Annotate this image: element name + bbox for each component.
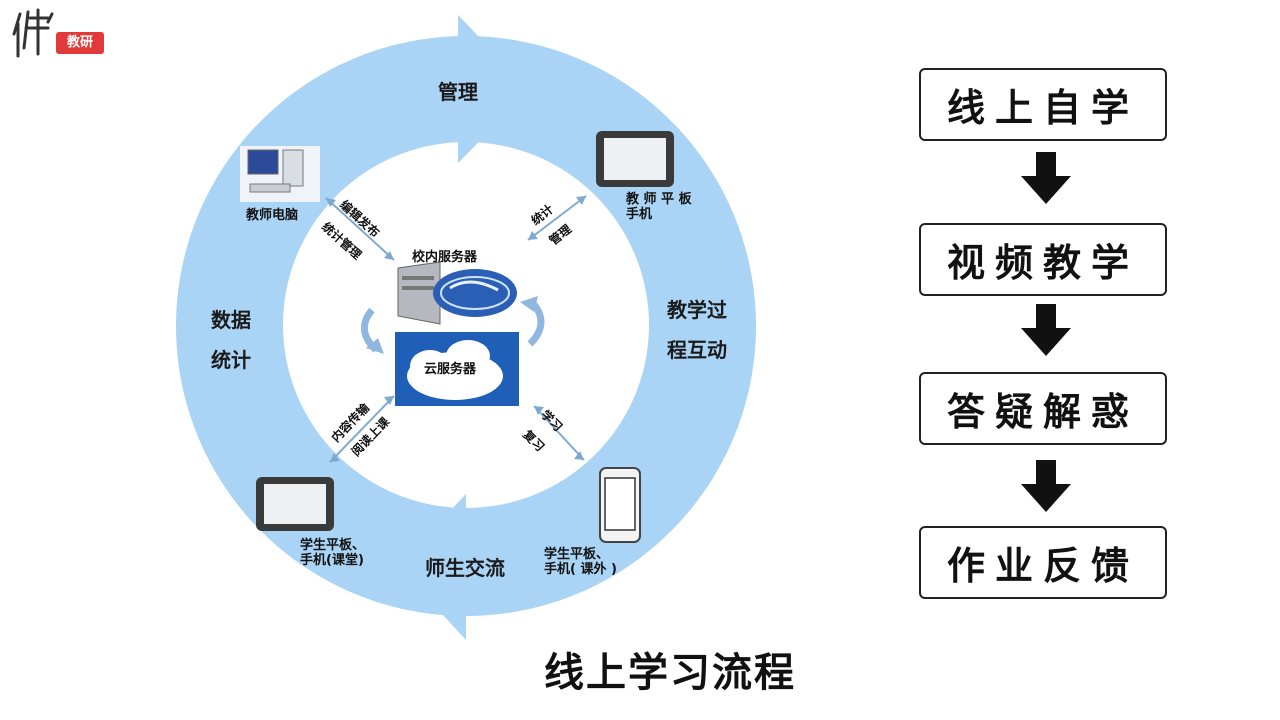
cycle-arrow-bottom [398, 494, 466, 640]
flow-arrow-1 [1021, 152, 1071, 204]
student-tablet-icon [256, 477, 334, 531]
flow-step-self-study: 线上自学 [919, 68, 1167, 141]
logo-label: 教研 [56, 32, 104, 54]
school-server-label: 校内服务器 [412, 250, 478, 265]
student-phone-label: 学生平板、 手机( 课外 ) [544, 547, 617, 577]
student-phone-label-line2: 手机( 课外 ) [544, 562, 617, 577]
connector-top-left-head-a [326, 198, 336, 207]
segment-label-teaching-interaction: 教学过 程互动 [652, 290, 742, 370]
flow-step-video: 视频教学 [919, 223, 1167, 296]
connector-bottom-right-head-a [534, 406, 544, 415]
segment-label-statistics-line2: 统计 [211, 348, 251, 372]
connector-top-left-head-b [384, 251, 394, 260]
connector-bottom-left [329, 395, 395, 463]
student-phone-label-line1: 学生平板、 [544, 547, 610, 562]
teacher-tablet-label-line2: 手机 [626, 207, 653, 222]
segment-label-teaching-line1: 教学过 [667, 298, 727, 322]
student-tablet-label: 学生平板、 手机(课堂) [300, 538, 365, 568]
sync-arrowhead-left [366, 338, 384, 354]
connector-top-right [527, 195, 587, 241]
teacher-tablet-icon [596, 131, 674, 187]
cloud-server-label: 云服务器 [424, 362, 477, 377]
student-phone-icon [599, 467, 641, 543]
connector-bottom-right [533, 405, 585, 461]
cycle-arrow-top [458, 15, 530, 163]
connector-top-left [325, 197, 395, 261]
segment-label-statistics-line1: 数据 [211, 308, 251, 332]
flow-step-homework: 作业反馈 [919, 526, 1167, 599]
flow-arrow-2 [1021, 304, 1071, 356]
segment-label-statistics: 数据 统计 [196, 300, 266, 380]
connector-top-right-head-b [528, 231, 538, 240]
logo-brush-glyph [12, 8, 54, 58]
connector-top-right-head-a [576, 196, 586, 205]
teacher-pc-icon [240, 146, 320, 202]
school-server-icon [395, 246, 517, 325]
flow-step-qa: 答疑解惑 [919, 372, 1167, 445]
cloud-server-icon [395, 332, 519, 406]
connector-bottom-left-head-b [330, 453, 340, 462]
segment-label-management: 管理 [438, 80, 478, 104]
connector-bottom-left-head-a [384, 396, 394, 405]
segment-label-communication: 师生交流 [425, 556, 505, 580]
flow-arrow-3 [1021, 460, 1071, 512]
teacher-tablet-label: 教 师 平 板 手机 [626, 192, 692, 222]
segment-label-teaching-line2: 程互动 [667, 338, 727, 362]
page-title: 线上学习流程 [544, 650, 796, 696]
cycle-diagram [176, 15, 757, 640]
sync-arrowhead-right [520, 296, 538, 312]
connector-bottom-right-head-b [574, 451, 584, 460]
teacher-pc-label: 教师电脑 [246, 208, 299, 223]
student-tablet-label-line2: 手机(课堂) [300, 553, 364, 568]
teacher-tablet-label-line1: 教 师 平 板 [626, 192, 692, 207]
student-tablet-label-line1: 学生平板、 [300, 538, 366, 553]
logo [8, 4, 108, 60]
